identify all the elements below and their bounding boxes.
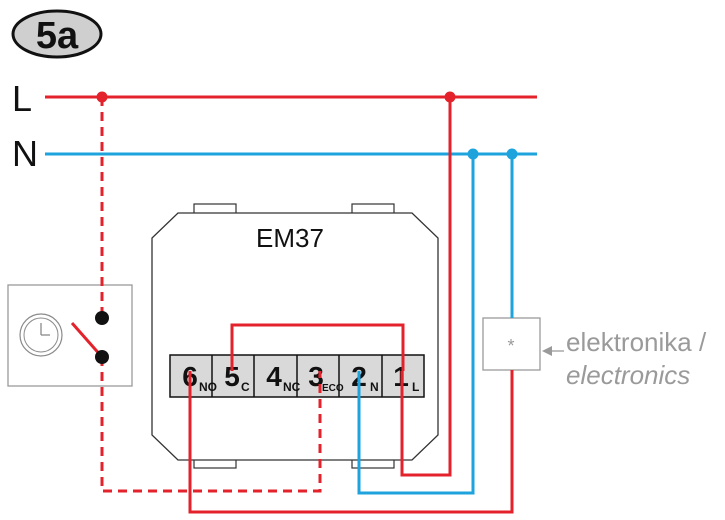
- terminal-block: 6 NO 5 C 4 NC 3 ECO 2 N 1 L: [169, 354, 425, 398]
- em37-device: EM37: [151, 203, 439, 469]
- terminal-3-label: ECO: [322, 383, 344, 394]
- terminal-2-label: N: [370, 380, 379, 394]
- timer-switch: [7, 284, 133, 387]
- terminal-6-label: NO: [199, 380, 217, 394]
- electronics-label-line2: electronics: [566, 360, 690, 390]
- neutral-junction-left: [467, 148, 479, 160]
- electronics-symbol: *: [507, 336, 514, 356]
- electronics-label-line1: elektronika /: [566, 327, 707, 357]
- badge-text: 5a: [36, 15, 79, 57]
- neutral-junction-right: [506, 148, 518, 160]
- device-outline: [151, 212, 439, 461]
- switch-contact-bottom: [95, 350, 109, 364]
- neutral-line-label: N: [12, 133, 38, 174]
- live-junction-left: [96, 91, 108, 103]
- terminal-1-label: L: [412, 380, 419, 394]
- terminal-5-number: 5: [224, 361, 240, 392]
- live-line-label: L: [12, 78, 32, 119]
- electronics-box: *: [482, 317, 541, 371]
- neutral-wiring: [45, 152, 537, 495]
- junction-dots: [95, 91, 518, 364]
- live-wiring: [45, 95, 537, 514]
- switch-contact-top: [95, 311, 109, 325]
- terminal-4-number: 4: [266, 361, 282, 392]
- clock-icon: [19, 313, 63, 357]
- device-name: EM37: [256, 223, 324, 253]
- diagram-badge: 5a: [11, 9, 103, 59]
- live-junction-right: [444, 91, 456, 103]
- terminal-5-label: C: [241, 380, 250, 394]
- electronics-arrow: [542, 346, 564, 356]
- terminal-4-label: NC: [283, 380, 301, 394]
